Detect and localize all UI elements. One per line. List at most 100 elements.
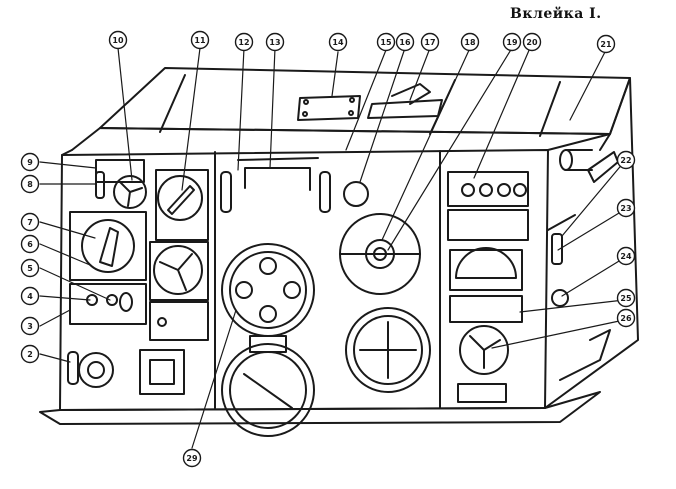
callout-number: 19 — [506, 38, 518, 47]
callout-number: 14 — [332, 38, 344, 47]
callout-number: 16 — [399, 38, 411, 47]
callout-number: 8 — [27, 180, 33, 189]
callout-4: 4 — [20, 286, 40, 306]
lamp-8 — [95, 171, 105, 199]
callout-number: 24 — [620, 252, 632, 261]
callout-circle — [265, 32, 285, 52]
callout-number: 11 — [194, 36, 206, 45]
callout-circle — [20, 344, 40, 364]
panel-handle-13 — [237, 157, 319, 191]
callout-number: 18 — [464, 38, 476, 47]
callout-25: 25 — [616, 288, 636, 308]
callout-number: 5 — [27, 264, 33, 273]
connector-2 — [67, 351, 114, 388]
page-title: Вклейка I. — [510, 6, 602, 22]
callout-circle — [20, 212, 40, 232]
callout-24: 24 — [616, 246, 636, 266]
callout-20: 20 — [522, 32, 542, 52]
callout-circle — [460, 32, 480, 52]
callout-6: 6 — [20, 234, 40, 254]
side-switch-23 — [551, 233, 563, 265]
callout-number: 26 — [620, 314, 632, 323]
gauge-right — [449, 247, 523, 291]
side-cylinder — [559, 149, 593, 171]
callout-number: 17 — [424, 38, 435, 47]
callout-circle — [616, 198, 636, 218]
jack-panel-20 — [447, 171, 529, 241]
callout-18: 18 — [460, 32, 480, 52]
label-plate — [457, 383, 507, 403]
callout-circle — [234, 32, 254, 52]
callout-circle — [20, 316, 40, 336]
indicator-16 — [343, 181, 369, 207]
callout-12: 12 — [234, 32, 254, 52]
callout-14: 14 — [328, 32, 348, 52]
callout-number: 12 — [238, 38, 249, 47]
callout-number: 13 — [269, 38, 280, 47]
callout-circle — [420, 32, 440, 52]
callout-number: 2 — [27, 350, 33, 359]
callout-circle — [20, 174, 40, 194]
top-plate-14 — [297, 95, 361, 121]
callout-circle — [616, 246, 636, 266]
callout-number: 15 — [380, 38, 392, 47]
connector-socket — [139, 349, 185, 395]
side-knob-24 — [551, 289, 569, 307]
screw — [157, 317, 167, 327]
callout-3: 3 — [20, 316, 40, 336]
callout-number: 3 — [27, 322, 33, 331]
callout-11: 11 — [190, 30, 210, 50]
callout-circle — [376, 32, 396, 52]
plate-25 — [449, 295, 523, 323]
callout-circle — [20, 234, 40, 254]
callout-17: 17 — [420, 32, 440, 52]
callout-number: 10 — [112, 36, 124, 45]
callout-10: 10 — [108, 30, 128, 50]
callout-number: 7 — [27, 218, 33, 227]
callout-circle — [20, 258, 40, 278]
callout-circle — [616, 308, 636, 328]
callout-circle — [190, 30, 210, 50]
callout-circle — [502, 32, 522, 52]
callout-13: 13 — [265, 32, 285, 52]
callout-5: 5 — [20, 258, 40, 278]
callout-9: 9 — [20, 152, 40, 172]
round-cover-upper — [221, 243, 315, 337]
callout-number: 29 — [186, 454, 198, 463]
callout-circle — [108, 30, 128, 50]
knob-26 — [459, 325, 509, 375]
callout-circle — [616, 288, 636, 308]
small-knob-10 — [113, 175, 147, 209]
callout-number: 6 — [27, 240, 33, 249]
callout-number: 9 — [27, 158, 33, 167]
callout-22: 22 — [616, 150, 636, 170]
callout-number: 22 — [620, 156, 631, 165]
callout-number: 25 — [620, 294, 632, 303]
top-latch-17 — [367, 83, 443, 119]
callout-26: 26 — [616, 308, 636, 328]
side-latch-22 — [587, 151, 619, 183]
switch-12 — [220, 171, 232, 213]
callout-circle — [182, 448, 202, 468]
tuning-dial-lower — [345, 307, 431, 393]
switch-center — [319, 171, 331, 213]
callout-circle — [395, 32, 415, 52]
callout-circle — [20, 152, 40, 172]
callout-15: 15 — [376, 32, 396, 52]
callout-21: 21 — [596, 34, 616, 54]
knob-plate-center-left — [149, 241, 209, 301]
leader-lines — [39, 47, 625, 449]
callout-circle — [522, 32, 542, 52]
callout-19: 19 — [502, 32, 522, 52]
callout-number: 4 — [27, 292, 33, 301]
callout-16: 16 — [395, 32, 415, 52]
callout-number: 23 — [620, 204, 631, 213]
callout-circle — [616, 150, 636, 170]
callout-number: 20 — [526, 38, 538, 47]
selector-7 — [69, 211, 147, 281]
meter-plate — [149, 301, 209, 341]
callout-circle — [328, 32, 348, 52]
